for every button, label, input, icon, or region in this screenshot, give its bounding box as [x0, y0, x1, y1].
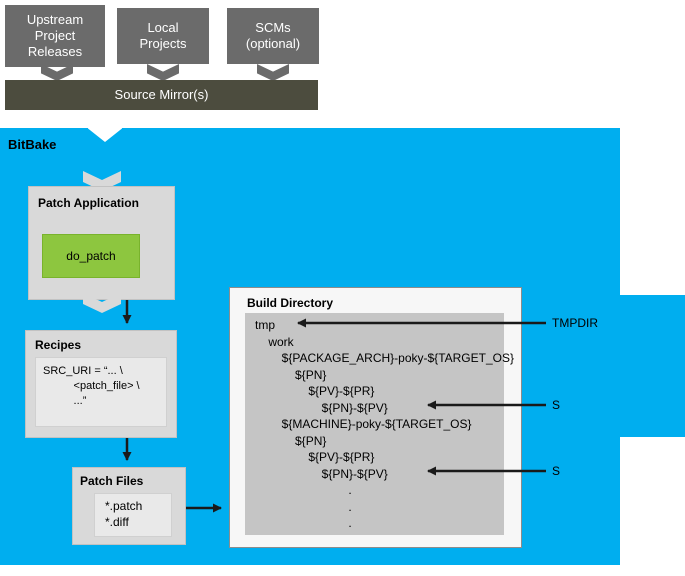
patch-files-list-box: *.patch *.diff [94, 493, 172, 537]
do-patch-task-box: do_patch [42, 234, 140, 278]
patch-files-title: Patch Files [80, 474, 144, 488]
scms-box: SCMs (optional) [227, 8, 319, 64]
chevron-down-icon [41, 64, 73, 81]
text-line: ${PN} [255, 367, 327, 382]
bitbake-title: BitBake [8, 137, 57, 152]
patch-files-list: *.patch *.diff [95, 494, 171, 530]
text-line: work [255, 334, 294, 349]
upstream-project-releases-box: Upstream Project Releases [5, 5, 105, 67]
text-line: ${PN}-${PV} [255, 400, 388, 415]
build-directory-box: Build Directory tmp work ${PACKAGE_ARCH}… [229, 287, 522, 548]
text-line: *.diff [105, 515, 129, 529]
chevron-down-icon [257, 64, 289, 81]
text-line: ${MACHINE}-poky-${TARGET_OS} [255, 417, 472, 431]
source-mirror-label: Source Mirror(s) [114, 87, 209, 102]
scms-label: SCMs (optional) [245, 20, 301, 51]
local-projects-box: Local Projects [117, 8, 209, 64]
text-line: ${PACKAGE_ARCH}-poky-${TARGET_OS} [255, 351, 514, 365]
text-line: ${PN} [255, 433, 327, 448]
src-uri-snippet-box: SRC_URI = “... \ <patch_file> \ ...” [35, 357, 167, 427]
build-directory-title: Build Directory [247, 296, 334, 310]
source-mirror-bar: Source Mirror(s) [5, 80, 318, 110]
text-line: . [255, 516, 352, 530]
text-line: ${PN}-${PV} [255, 466, 388, 481]
local-projects-label: Local Projects [139, 20, 187, 51]
text-line: ...” [43, 395, 87, 407]
do-patch-label: do_patch [66, 249, 116, 263]
text-line: . [255, 499, 352, 514]
text-line: . [255, 483, 352, 497]
recipes-title: Recipes [35, 338, 82, 352]
chevron-down-icon [83, 293, 121, 313]
text-line: ${PV}-${PR} [255, 384, 375, 398]
text-line: *.patch [105, 499, 143, 513]
bitbake-region-tab [620, 295, 685, 437]
upstream-project-releases-label: Upstream Project Releases [26, 12, 84, 59]
chevron-down-icon [147, 64, 179, 81]
patch-application-title: Patch Application [38, 196, 139, 210]
text-line: ${PV}-${PR} [255, 450, 375, 464]
s-label-2: S [552, 464, 561, 478]
text-line: <patch_file> \ [43, 380, 140, 392]
text-line: tmp [255, 318, 276, 332]
s-label-1: S [552, 398, 561, 412]
text-line: SRC_URI = “... \ [43, 365, 123, 377]
tmpdir-label: TMPDIR [552, 316, 598, 330]
src-uri-snippet: SRC_URI = “... \ <patch_file> \ ...” [36, 358, 166, 409]
directory-tree: tmp work ${PACKAGE_ARCH}-poky-${TARGET_O… [245, 313, 514, 532]
directory-tree-panel: tmp work ${PACKAGE_ARCH}-poky-${TARGET_O… [245, 313, 514, 535]
